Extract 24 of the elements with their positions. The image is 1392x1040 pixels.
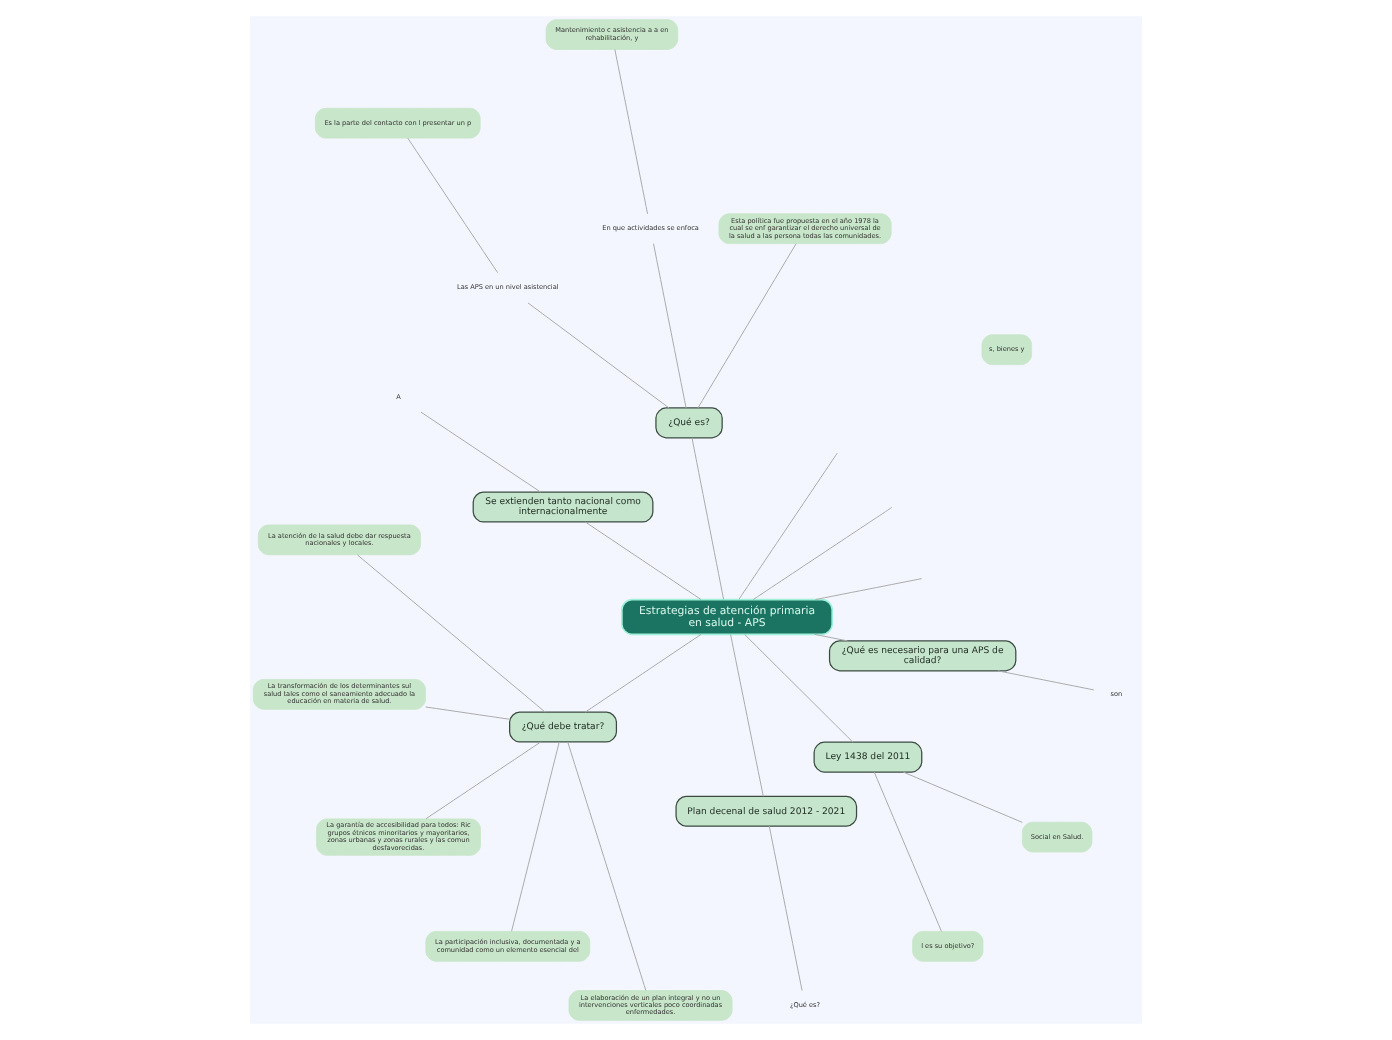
connector [873, 771, 942, 932]
connector [567, 741, 647, 991]
connector [407, 137, 499, 274]
connector [356, 554, 546, 713]
connector [997, 670, 1095, 691]
connector [653, 243, 687, 409]
connector [691, 437, 725, 600]
connector [768, 825, 803, 991]
connector [738, 452, 838, 600]
connector [511, 741, 560, 932]
connector [527, 302, 670, 409]
connector [815, 578, 923, 601]
connector [744, 633, 854, 743]
connector [614, 49, 649, 215]
connector [902, 771, 1023, 823]
connector [425, 741, 541, 820]
connector [420, 411, 541, 493]
connector [814, 633, 848, 642]
connector [697, 243, 797, 409]
connector [752, 507, 893, 601]
connector [730, 634, 764, 797]
connector [584, 633, 702, 713]
connector [585, 521, 702, 601]
connector [425, 706, 510, 720]
